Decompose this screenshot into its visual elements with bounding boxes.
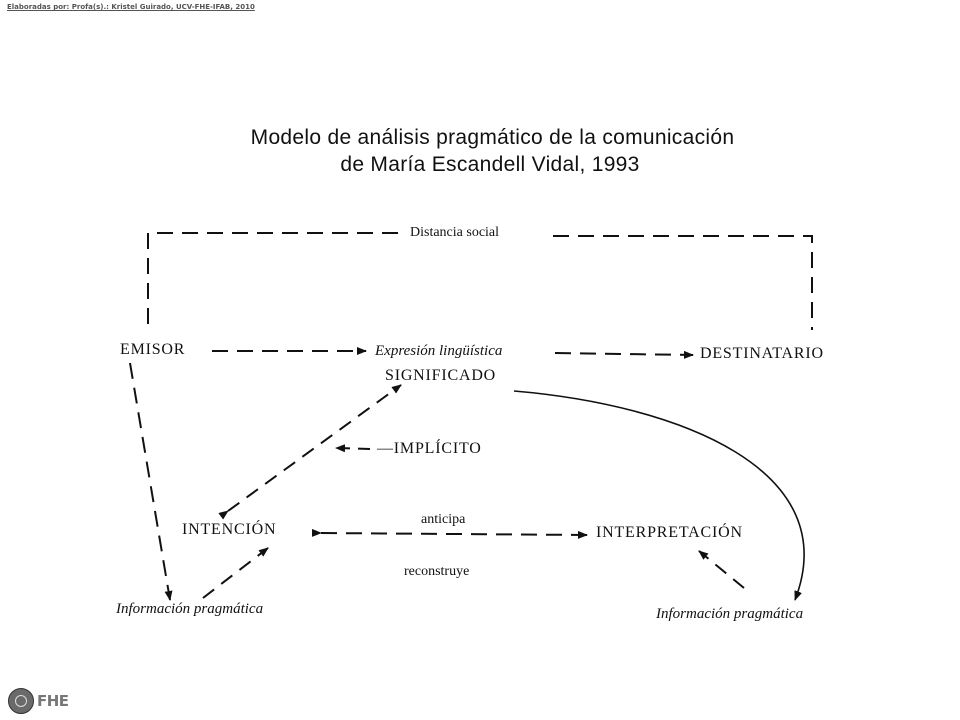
node-interpretacion: INTERPRETACIÓN — [596, 524, 743, 541]
distancia-social-bracket-left — [147, 232, 398, 324]
arrow-info-left-intencion — [202, 547, 269, 599]
node-expresion-linguistica: Expresión lingüística — [375, 343, 503, 359]
logo-text: FHE — [37, 692, 69, 710]
node-destinatario: DESTINATARIO — [700, 345, 824, 362]
node-intencion: INTENCIÓN — [182, 521, 277, 538]
diagram-title-line-1: Modelo de análisis pragmático de la comu… — [250, 126, 735, 149]
institution-logo: FHE — [8, 688, 69, 714]
diagram-title-line-2: de María Escandell Vidal, 1993 — [340, 153, 640, 176]
node-informacion-pragmatica-right: Información pragmática — [656, 606, 804, 622]
distancia-social-bracket-right — [553, 235, 813, 330]
label-distancia-social: Distancia social — [410, 225, 500, 240]
node-implicito: —IMPLÍCITO — [377, 440, 482, 457]
label-anticipa: anticipa — [421, 512, 466, 527]
curve-significado-info-right — [513, 390, 805, 601]
node-emisor: EMISOR — [120, 341, 186, 358]
arrow-implicito — [335, 444, 371, 453]
arrow-intencion-interpretacion — [311, 528, 588, 539]
node-informacion-pragmatica-left: Información pragmática — [116, 601, 264, 617]
arrow-intencion-significado — [218, 384, 402, 520]
university-seal-icon — [8, 688, 34, 714]
arrow-expresion-destinatario — [554, 350, 694, 359]
label-reconstruye: reconstruye — [404, 564, 470, 579]
arrow-emisor-info-left — [129, 362, 173, 601]
node-significado: SIGNIFICADO — [385, 367, 497, 384]
credit-line: Elaboradas por: Profa(s).: Kristel Guira… — [7, 3, 255, 11]
arrow-info-right-interpretacion — [698, 550, 745, 589]
